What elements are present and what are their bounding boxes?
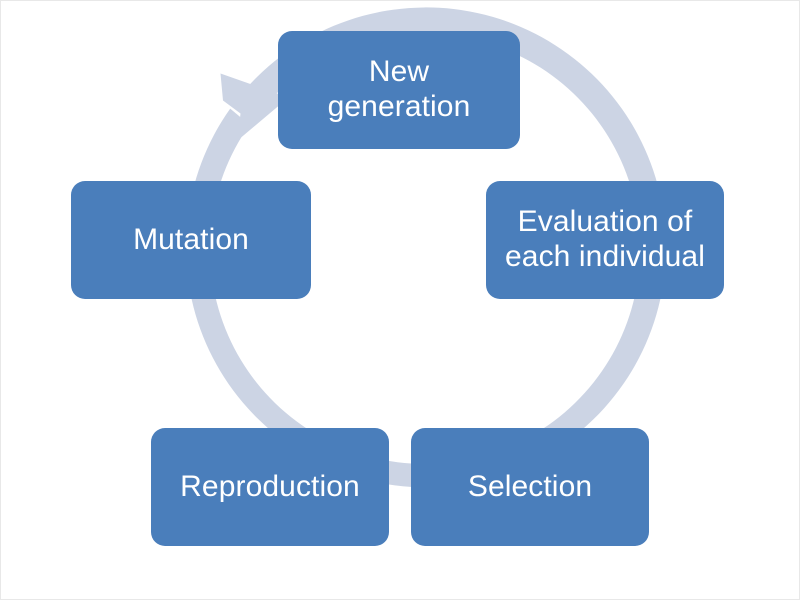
node-new-generation[interactable]: New generation (278, 31, 520, 149)
node-mutation[interactable]: Mutation (71, 181, 311, 299)
node-selection-label: Selection (467, 469, 593, 503)
node-reproduction[interactable]: Reproduction (151, 428, 389, 546)
ring-arrowhead-icon (220, 73, 289, 141)
node-reproduction-label: Reproduction (180, 469, 360, 503)
node-evaluation-label: Evaluation of each individual (505, 205, 705, 273)
node-selection[interactable]: Selection (411, 428, 649, 546)
node-new-generation-label: New generation (327, 55, 471, 123)
node-evaluation[interactable]: Evaluation of each individual (486, 181, 724, 299)
node-mutation-label: Mutation (133, 222, 249, 256)
